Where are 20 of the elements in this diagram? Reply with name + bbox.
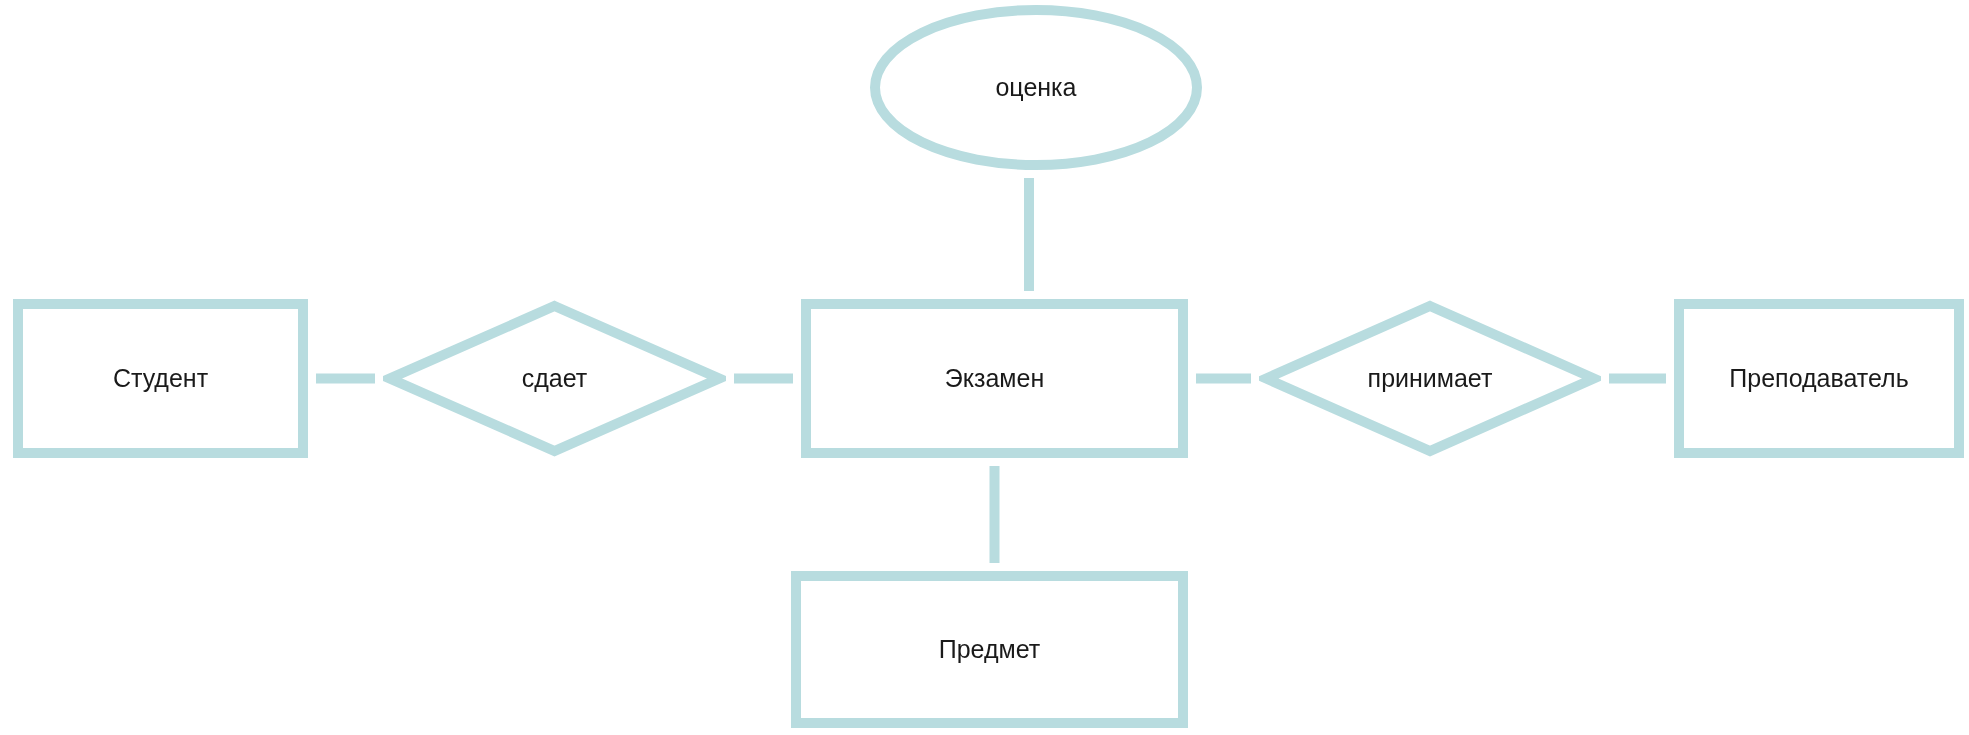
entity-box: [791, 571, 1188, 728]
entity-box: [1674, 299, 1964, 458]
node-label: сдает: [521, 362, 588, 394]
connector-line: [734, 373, 793, 384]
node-label: Преподаватель: [1729, 362, 1909, 394]
node-label: Предмет: [938, 633, 1041, 665]
node-label: Студент: [112, 362, 209, 394]
node-label: Экзамен: [944, 362, 1045, 394]
node-label: оценка: [995, 71, 1077, 103]
entity-box: [801, 299, 1188, 458]
connector-line: [1024, 178, 1034, 291]
connector-line: [1609, 373, 1666, 384]
connector-line: [989, 466, 1000, 563]
relationship-diamond: [383, 299, 726, 458]
node-label: принимает: [1367, 362, 1493, 394]
connector-line: [1196, 373, 1251, 384]
relationship-diamond: [1259, 299, 1601, 458]
connector-line: [316, 373, 375, 384]
attribute-ellipse: [870, 5, 1202, 170]
entity-box: [13, 299, 308, 458]
